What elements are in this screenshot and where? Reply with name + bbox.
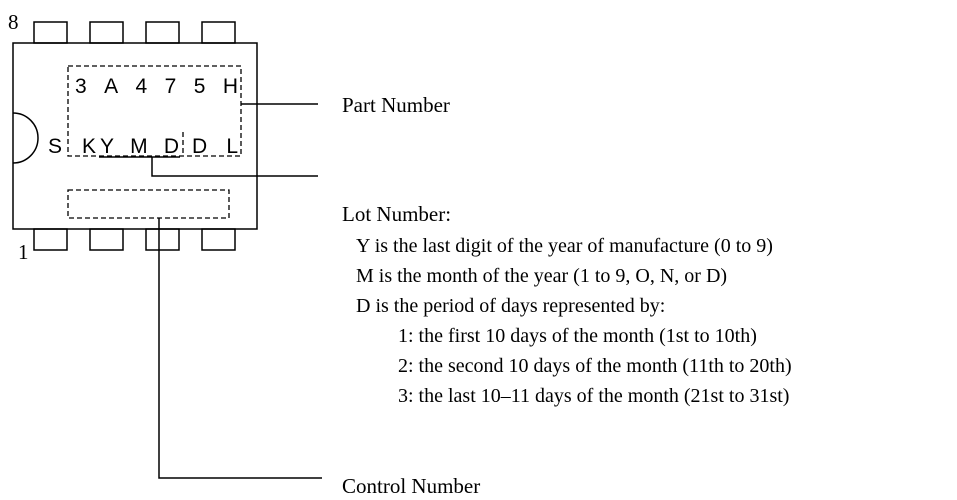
lot-line-month: M is the month of the year (1 to 9, O, N… [356, 265, 727, 287]
lot-prefix-marking: SK [48, 135, 96, 158]
pin-1-label: 1 [18, 240, 29, 264]
control-number-box [67, 189, 230, 219]
lot-suffix-marking: DL [192, 135, 238, 158]
orientation-notch [12, 112, 39, 164]
pin-8-label: 8 [8, 10, 19, 34]
package-body [12, 42, 258, 230]
part-number-box [67, 65, 242, 157]
lot-line-year: Y is the last digit of the year of manuf… [356, 235, 773, 257]
lot-line-period-2: 2: the second 10 days of the month (11th… [398, 355, 792, 377]
pin-2 [89, 228, 124, 251]
pin-1 [33, 228, 68, 251]
lot-number-title: Lot Number: [342, 202, 451, 226]
pin-6 [145, 21, 180, 44]
lot-number-leader [151, 157, 318, 177]
control-number-label: Control Number [342, 474, 480, 498]
part-number-label: Part Number [342, 93, 450, 117]
pin-5 [201, 21, 236, 44]
lot-line-period-3: 3: the last 10–11 days of the month (21s… [398, 385, 789, 407]
pin-8 [33, 21, 68, 44]
lot-line-period-1: 1: the first 10 days of the month (1st t… [398, 325, 757, 347]
control-number-leader [158, 218, 322, 479]
part-number-marking: 3A475H [75, 75, 238, 98]
lot-line-days: D is the period of days represented by: [356, 295, 665, 317]
lot-code-marking: YMD [100, 135, 179, 158]
pin-3 [145, 228, 180, 251]
pin-7 [89, 21, 124, 44]
pin-4 [201, 228, 236, 251]
